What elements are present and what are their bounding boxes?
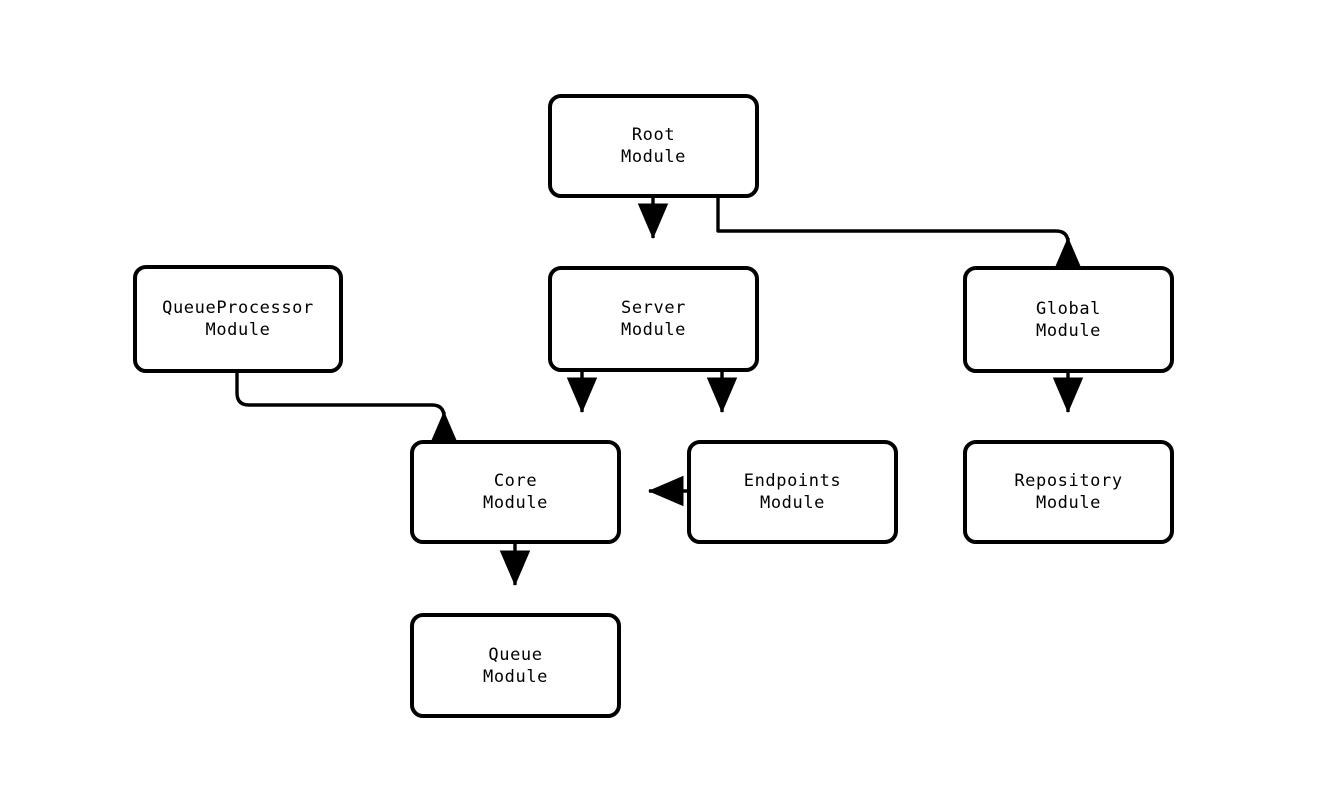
node-queueprocessor-module-line1: QueueProcessor (162, 298, 314, 318)
node-queueprocessor-module[interactable]: QueueProcessor Module (133, 265, 343, 373)
node-queue-module[interactable]: Queue Module (410, 613, 621, 718)
node-core-module-line1: Core (493, 471, 538, 491)
edge-root-to-global (716, 198, 1084, 273)
node-core-module[interactable]: Core Module (410, 440, 621, 544)
node-endpoints-module-line1: Endpoints (743, 471, 842, 491)
node-core-module-line2: Module (482, 493, 548, 513)
node-server-module[interactable]: Server Module (548, 266, 759, 372)
node-server-module-line2: Module (620, 320, 686, 340)
node-root-module-line1: Root (631, 125, 676, 145)
node-server-module-line1: Server (620, 298, 686, 318)
node-queue-module-line2: Module (482, 666, 548, 687)
node-repository-module-line1: Repository (1014, 471, 1123, 491)
node-global-module[interactable]: Global Module (963, 266, 1174, 373)
node-repository-module[interactable]: Repository Module (963, 440, 1174, 544)
node-endpoints-module-line2: Module (759, 493, 825, 513)
node-repository-module-line2: Module (1035, 493, 1101, 513)
node-global-module-line1: Global (1035, 298, 1101, 319)
node-root-module-line2: Module (620, 147, 686, 167)
edge-queueprocessor-to-core (235, 373, 460, 447)
node-root-module[interactable]: Root Module (548, 94, 759, 198)
node-global-module-line2: Module (1035, 320, 1101, 341)
node-endpoints-module[interactable]: Endpoints Module (687, 440, 898, 544)
node-queue-module-line1: Queue (488, 644, 543, 665)
node-queueprocessor-module-line2: Module (205, 320, 271, 340)
